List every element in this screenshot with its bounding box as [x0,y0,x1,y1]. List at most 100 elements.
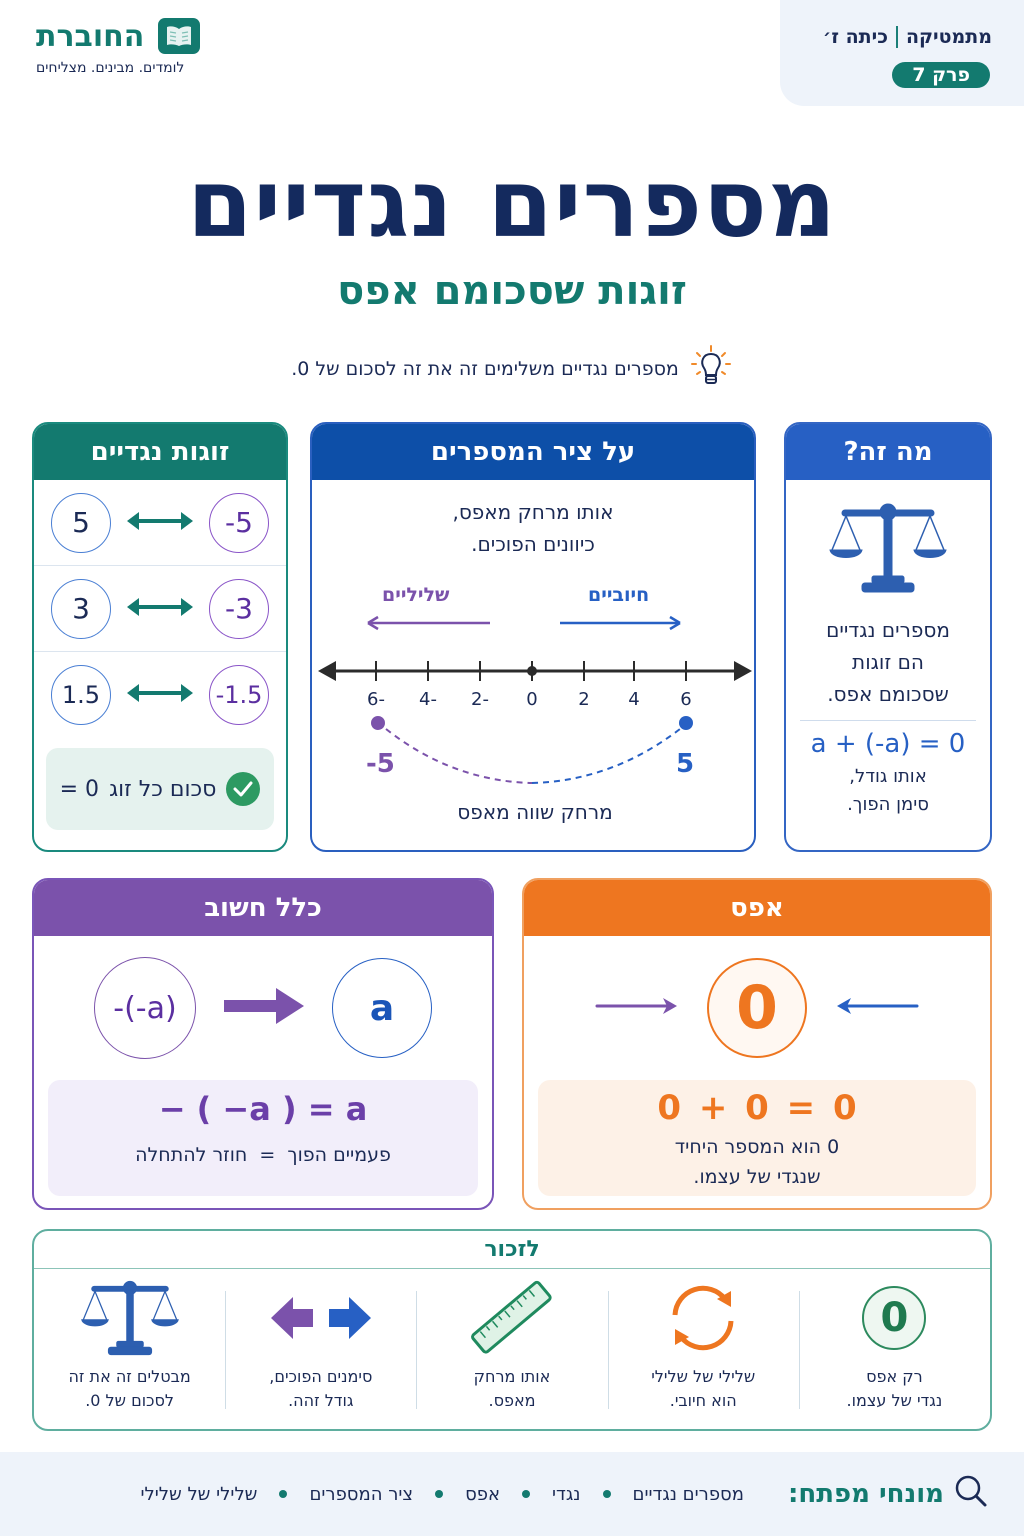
ruler-icon [467,1279,557,1357]
zero-formula-box: 0 + 0 = 0 0 הוא המספר היחיד שנגדי של עצמ… [538,1080,976,1196]
search-icon [954,1474,988,1515]
key-terms-title: מונחי מפתח: [787,1479,944,1509]
zero-card: אפס 0 0 + 0 = 0 0 הוא המספר היחיד שנגדי … [522,878,992,1210]
pair-row: 3 -3 [34,566,286,652]
divider [895,26,898,48]
logo: החוברת לומדים. מבינים. מצליחים [36,18,226,76]
bullet-dot [602,1490,611,1498]
zero-circle-icon: 0 [862,1279,927,1357]
remember-line: הוא חיובי. [669,1391,737,1410]
double-arrow-icon [125,681,195,709]
negative-number: -1.5 [209,665,269,725]
definition-line: מספרים נגדיים [826,618,950,642]
negatives-label: שליליים [382,584,450,606]
remember-section: לזכור 0 רק אפס נגדי של עצמו. שלילי של של… [32,1229,992,1431]
formula: a + (-a) = 0 [810,729,966,759]
double-negative-circle: -(-a) [94,957,196,1059]
bullet-dot [279,1490,288,1498]
note-line: סימן הפוך. [847,794,929,815]
tip-text: מספרים נגדיים משלימים זה את זה לסכום של … [291,357,679,380]
checkmark-icon [226,772,261,806]
sum-text: סכום כל זוג [109,776,217,802]
remember-line: נגדי של עצמו. [846,1391,943,1410]
chapter-badge: פרק 7 [892,62,990,88]
pair-row: 1.5 -1.5 [34,652,286,738]
key-term[interactable]: ציר המספרים [309,1483,414,1505]
arrow-right-icon [222,986,306,1030]
remember-item: 0 רק אפס נגדי של עצמו. [798,1269,990,1429]
subject-label: מתמטיקה [905,26,992,48]
remember-title: לזכור [34,1231,990,1269]
page-title: מספרים נגדיים [187,150,837,259]
positives-label: חיוביים [588,584,650,606]
rule-formula: − ( −a ) = a [158,1090,368,1128]
remember-line: מבטלים זה את זה [68,1367,191,1386]
intro-line: כיוונים הפוכים. [471,532,595,556]
point-negative-label: -5 [366,749,395,779]
sum-value: = 0 [59,776,100,802]
balance-scale-icon [786,500,990,596]
negative-number: -3 [209,578,269,639]
remember-line: רק אפס [866,1367,923,1386]
number-line-diagram: -6 -4 -2 0 2 4 6 [318,615,752,784]
number-line-card: על ציר המספרים אותו מרחק מאפס, כיוונים ה… [310,422,756,852]
remember-line: אותו מרחק [473,1367,551,1386]
card-title: זוגות נגדיים [34,424,286,480]
balance-scale-icon [75,1279,185,1357]
key-term[interactable]: מספרים נגדיים [632,1483,744,1505]
double-arrow-icon [125,509,195,537]
cycle-arrows-icon [665,1279,741,1357]
sum-box: סכום כל זוג = 0 [46,748,274,830]
important-rule-card: כלל חשוב -(-a) a − ( −a ) = a פעמיים הפו… [32,878,494,1210]
svg-text:-6: -6 [367,689,385,710]
svg-text:-4: -4 [419,689,437,710]
rule-caption: פעמיים הפוך = חוזר להתחלה [135,1144,391,1166]
card-title: מה זה? [786,424,990,480]
positive-number: 5 [51,492,111,553]
intro-line: אותו מרחק מאפס, [452,500,614,524]
definition-line: שסכומם אפס. [827,682,949,706]
zero-circle: 0 [707,958,807,1058]
key-term[interactable]: נגדי [552,1483,581,1505]
remember-item: אותו מרחק מאפס. [416,1269,607,1429]
definition-line: הם זוגות [852,650,924,674]
negative-number: -5 [209,492,269,553]
card-title: על ציר המספרים [312,424,754,480]
distance-caption: מרחק שווה מאפס [457,800,613,824]
svg-text:4: 4 [628,689,639,710]
remember-item: מבטלים זה את זה לסכום של 0. [34,1269,225,1429]
card-title: כלל חשוב [34,880,492,936]
svg-text:6: 6 [680,689,691,710]
zero-text-line: 0 הוא המספר היחיד [674,1136,840,1158]
svg-text:2: 2 [578,689,589,710]
point-positive-label: 5 [676,749,695,779]
zero-text-line: שנגדי של עצמו. [693,1166,821,1188]
arrow-left-icon [835,995,919,1021]
double-arrow-icon [125,595,195,623]
logo-name: החוברת [36,18,145,54]
arrow-right-icon [595,995,679,1021]
pair-row: 5 -5 [34,480,286,566]
key-terms-footer: מונחי מפתח: מספרים נגדיים נגדי אפס ציר ה… [0,1452,1024,1536]
key-term[interactable]: אפס [465,1483,501,1505]
remember-item: שלילי של שלילי הוא חיובי. [607,1269,799,1429]
remember-line: מאפס. [488,1391,536,1410]
bullet-dot [522,1490,531,1498]
remember-line: גודל זהה. [288,1391,354,1410]
opposite-arrows-icon [269,1279,373,1357]
result-circle: a [332,958,432,1058]
remember-item: סימנים הפוכים, גודל זהה. [225,1269,416,1429]
grade-label: כיתה ז׳ [822,26,888,48]
svg-text:0: 0 [526,689,537,710]
remember-line: לסכום של 0. [85,1391,174,1410]
svg-text:-2: -2 [471,689,489,710]
bullet-dot [435,1490,444,1498]
logo-tagline: לומדים. מבינים. מצליחים [36,60,185,76]
rule-formula-box: − ( −a ) = a פעמיים הפוך = חוזר להתחלה [48,1080,478,1196]
tip: מספרים נגדיים משלימים זה את זה לסכום של … [0,344,1024,393]
key-term[interactable]: שלילי של שלילי [140,1483,258,1505]
page-subtitle: זוגות שסכומם אפס [337,268,687,314]
course-info: מתמטיקה כיתה ז׳ [823,26,992,48]
positive-number: 1.5 [51,665,111,725]
note-line: אותו גודל, [849,766,927,787]
